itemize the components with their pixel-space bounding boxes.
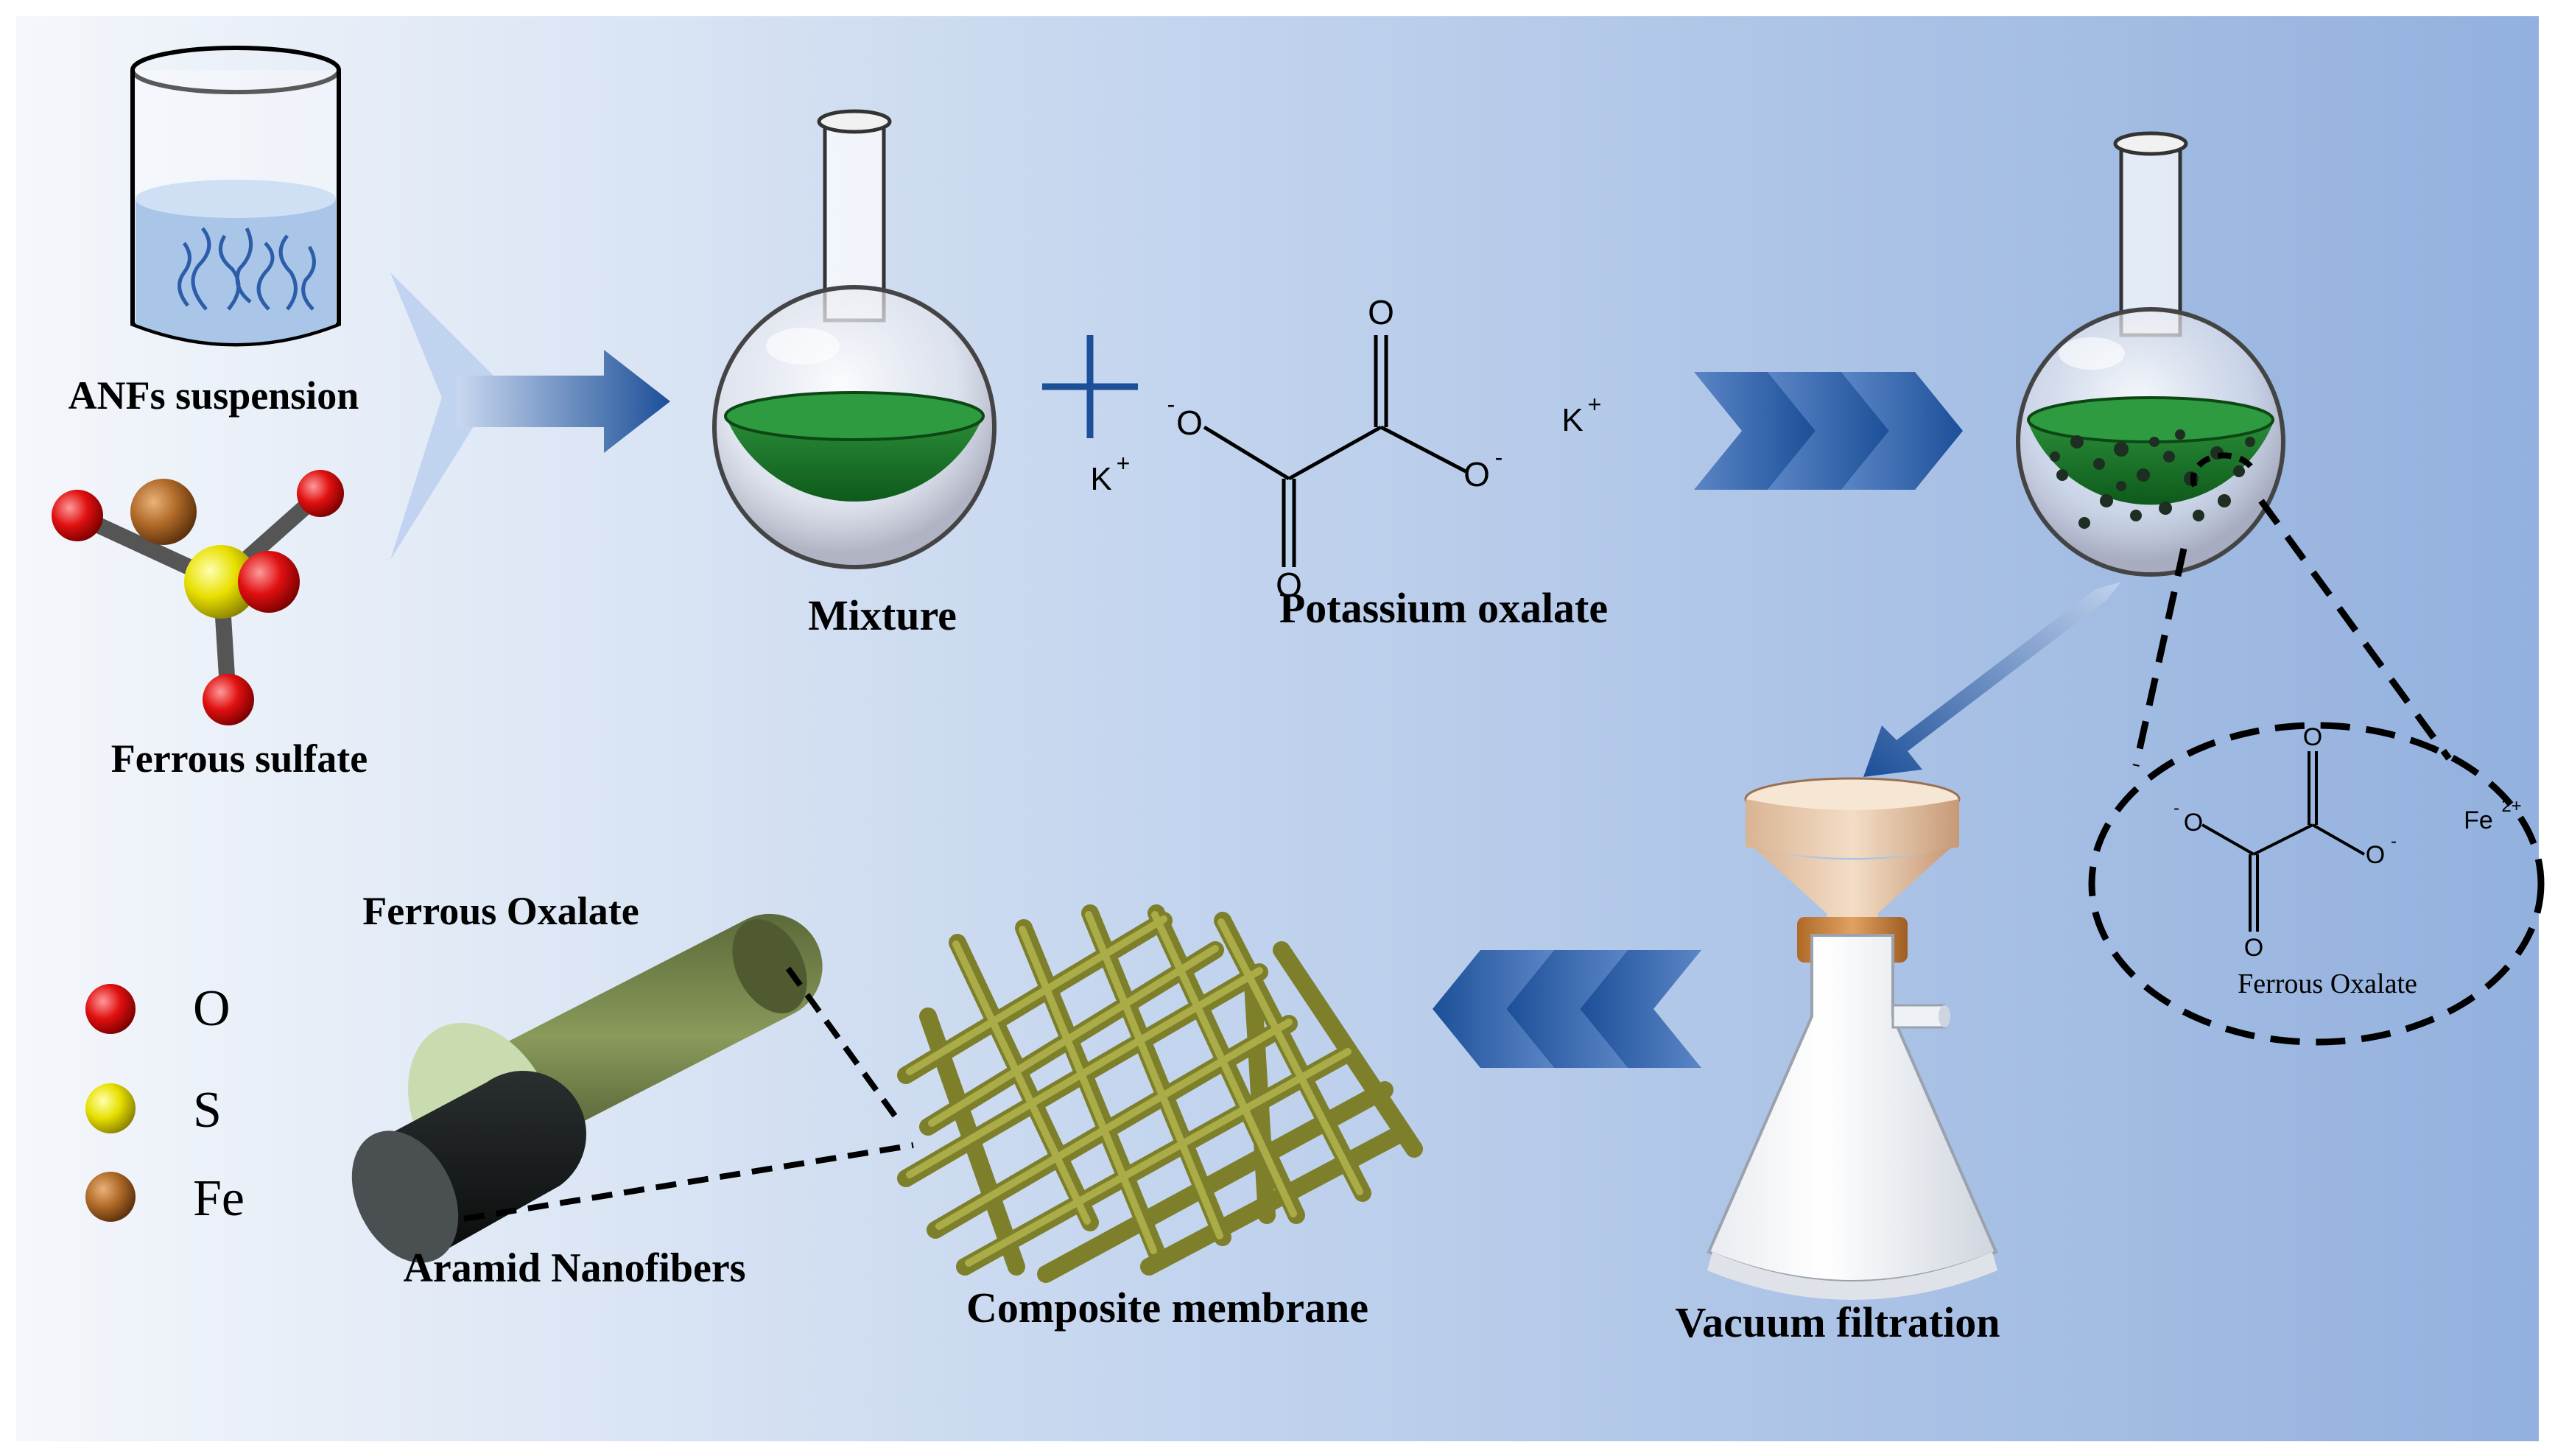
- merge-arrow: [390, 272, 670, 560]
- inset-fe-ion: Fe: [2464, 806, 2493, 834]
- ferrous-oxalate-label: Ferrous Oxalate: [362, 889, 639, 933]
- minus-superscript: -: [2391, 831, 2397, 851]
- composite-membrane-label: Composite membrane: [966, 1284, 1368, 1332]
- core-shell-fiber: [351, 913, 823, 1263]
- chevron-arrows-right: [1694, 372, 1963, 490]
- legend-o-swatch: [85, 984, 136, 1034]
- fe-atom: [130, 479, 197, 545]
- potassium-oxalate-label: Potassium oxalate: [1279, 584, 1608, 632]
- oxalate-o-bottom: O: [1276, 566, 1302, 604]
- ferrous-sulfate-label: Ferrous sulfate: [111, 736, 368, 781]
- o-atom: [297, 470, 344, 517]
- o-atom: [238, 551, 300, 613]
- inset-o-bottom: O: [2244, 934, 2263, 962]
- inset-o-top: O: [2303, 723, 2322, 751]
- nanofiber-strands: [178, 227, 316, 311]
- oxalate-o-minus-right: O: [1463, 455, 1490, 493]
- anfs-label: ANFs suspension: [68, 373, 359, 418]
- zoom-lines: [2132, 499, 2452, 767]
- mixture-flask: [712, 109, 997, 569]
- atom-legend: O S Fe: [85, 980, 245, 1227]
- anfs-beaker: [130, 46, 341, 347]
- o-atom: [52, 490, 103, 541]
- reaction-flask: [2016, 131, 2285, 577]
- k-ion-right: K: [1561, 402, 1583, 438]
- minus-superscript: -: [1495, 444, 1503, 471]
- oxalate-o-top: O: [1368, 293, 1394, 331]
- fiber-zoom-lines: [463, 966, 914, 1222]
- vacuum-filtration-apparatus: [1707, 777, 1998, 1300]
- inset-o-right: O: [2366, 841, 2385, 869]
- oxalate-o-minus-left: O: [1176, 404, 1203, 442]
- mixture-label: Mixture: [808, 591, 957, 639]
- legend-s-swatch: [85, 1083, 136, 1133]
- legend-fe-swatch: [85, 1172, 136, 1222]
- inset-o-left: O: [2184, 809, 2203, 837]
- ferrous-sulfate-molecule: [52, 470, 344, 725]
- o-atom: [203, 674, 254, 725]
- legend-s-label: S: [193, 1082, 222, 1139]
- minus-superscript: -: [2173, 798, 2179, 818]
- plus-sign: [1042, 335, 1138, 438]
- legend-o-label: O: [193, 980, 231, 1037]
- precipitate-particles: [2050, 429, 2255, 529]
- aramid-nanofibers-label: Aramid Nanofibers: [403, 1245, 745, 1291]
- potassium-oxalate-structure: [1203, 335, 1467, 567]
- s-atom: [184, 545, 258, 619]
- diagonal-arrow: [1863, 582, 2121, 777]
- composite-membrane-highlight: [906, 911, 1363, 1267]
- chevron-arrows-left: [1433, 950, 1701, 1068]
- inset-fe-charge: 2+: [2501, 796, 2521, 816]
- inset-ferrous-oxalate-label: Ferrous Oxalate: [2238, 968, 2417, 999]
- k-ion-left: K: [1090, 461, 1111, 497]
- ferrous-oxalate-inset: O O O - O - Fe 2+ Ferrous Oxalate: [2088, 722, 2545, 1046]
- plus-superscript: +: [1588, 391, 1602, 418]
- plus-superscript: +: [1117, 450, 1131, 476]
- minus-superscript: -: [1167, 391, 1175, 418]
- vacuum-filtration-label: Vacuum filtration: [1676, 1298, 2000, 1346]
- legend-fe-label: Fe: [193, 1170, 245, 1227]
